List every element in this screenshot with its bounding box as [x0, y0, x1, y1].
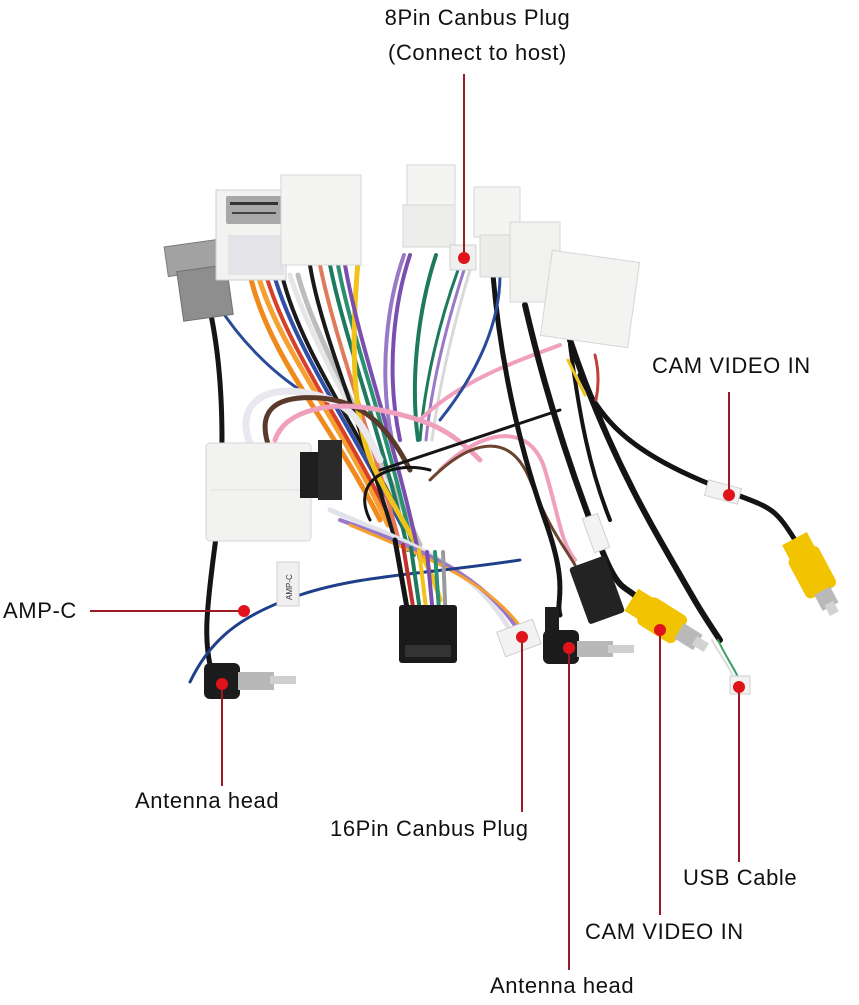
wire-white: [430, 268, 472, 442]
amp-c-tag: AMP-C: [276, 561, 300, 607]
white-connector-right-3: [539, 249, 641, 349]
callout-label-antenna-head-bottom: Antenna head: [490, 973, 635, 998]
wire-purple: [338, 518, 520, 632]
callout-label-line: 8Pin Canbus Plug: [384, 5, 571, 30]
callout-leaders: [90, 74, 745, 970]
wire-pink: [272, 403, 483, 463]
wire-red: [264, 273, 398, 532]
callout-label-amp-c: AMP-C: [3, 598, 77, 623]
white-junction-box: [205, 442, 312, 542]
wire-purple: [383, 253, 406, 442]
callout-marker-canbus-16pin: [516, 631, 528, 643]
wire-brown: [428, 444, 577, 567]
callout-marker-antenna-head-left: [216, 678, 228, 690]
wire-blue: [438, 273, 502, 422]
callout-label-canbus-8pin: 8Pin Canbus Plug (Connect to host): [370, 0, 585, 70]
wire-red: [593, 353, 600, 402]
wire-pink: [438, 434, 577, 562]
wire-pink: [418, 343, 562, 422]
wire-black: [522, 302, 643, 603]
wire-brown: [262, 395, 413, 473]
callout-label-antenna-head-left: Antenna head: [135, 788, 280, 813]
usb-wire-green: [717, 639, 738, 676]
wire-black: [378, 408, 562, 472]
wire-blue: [216, 303, 302, 392]
wire-bundle: [188, 253, 798, 684]
connector-16pin-black: [399, 605, 457, 663]
wire-black: [490, 272, 563, 618]
wire-green: [328, 263, 410, 552]
callout-marker-amp-c: [238, 605, 250, 617]
white-connector-labeled: [215, 189, 287, 281]
inline-module: [569, 556, 625, 624]
white-connector-middle: [402, 164, 456, 248]
callout-label-cam-video-in-bottom: CAM VIDEO IN: [585, 919, 744, 944]
callout-label-line: (Connect to host): [388, 40, 567, 65]
callout-label-canbus-16pin: 16Pin Canbus Plug: [330, 816, 529, 841]
wire-black: [363, 465, 432, 522]
wire-black: [577, 372, 798, 543]
cable-tag: [581, 512, 611, 554]
callout-marker-cam-video-in-top: [723, 489, 735, 501]
cam-cable-tag: [703, 479, 743, 505]
wire-white: [242, 387, 384, 464]
wire-purple: [424, 268, 466, 442]
connectors: AMP-C: [163, 164, 839, 699]
rca-plug-bottom: [624, 588, 709, 653]
rca-plug-right: [782, 532, 839, 617]
callout-label-cam-video-in-top: CAM VIDEO IN: [652, 353, 811, 378]
wire-yellow: [566, 358, 587, 397]
wire-black: [308, 263, 397, 542]
wire-teal: [336, 263, 416, 557]
connector-sticker: [226, 196, 282, 224]
wire-yellow: [351, 259, 443, 603]
callout-marker-antenna-head-bottom: [563, 642, 575, 654]
callout-label-usb-cable: USB Cable: [683, 865, 798, 890]
white-connector-large: [280, 174, 362, 266]
callout-marker-canbus-8pin: [458, 252, 470, 264]
callout-marker-usb-cable: [733, 681, 745, 693]
callout-marker-cam-video-in-bottom: [654, 624, 666, 636]
amp-c-tag-text: AMP-C: [285, 574, 294, 600]
black-clip-connector: [300, 440, 342, 500]
wire-purple: [343, 263, 422, 562]
usb-wire-white: [711, 639, 734, 677]
